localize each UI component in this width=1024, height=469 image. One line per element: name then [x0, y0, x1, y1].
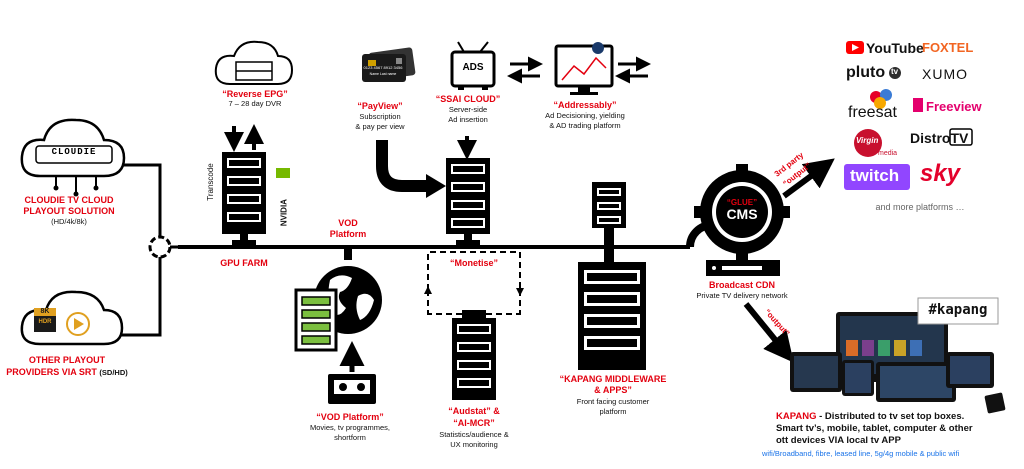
vod-library-title: “VOD Platform” — [316, 412, 384, 422]
sky-brand: sky — [920, 160, 961, 187]
middleware-sub1: Front facing customer — [576, 397, 650, 406]
audstat-server-icon — [452, 310, 496, 400]
middleware-title-line2: & APPS” — [594, 385, 632, 395]
vhs-cassette-icon — [328, 374, 376, 404]
badge-hdr: HDR — [38, 319, 52, 325]
cloudie-icon-text: CLOUDIE — [51, 147, 97, 157]
cloudie-sub: (HD/4k/8k) — [51, 217, 87, 226]
reverse-epg-cloud-icon — [214, 40, 294, 85]
kapang-hashtag: #kapang — [928, 302, 988, 318]
monetise-server-icon — [446, 158, 490, 246]
audstat-sub2: UX monitoring — [450, 440, 498, 449]
other-title-line1: OTHER PLAYOUT — [28, 355, 106, 365]
pluto-logo-icon — [889, 67, 901, 79]
youtube-brand: YouTube — [866, 40, 924, 56]
vod-library-sub1: Movies, tv programmes, — [309, 423, 391, 432]
nvidia-logo-icon — [276, 168, 290, 178]
broadcast-cdn-title: Broadcast CDN — [708, 280, 775, 290]
payview-flow-arrow — [376, 140, 428, 192]
addressably-title: “Addressably” — [553, 100, 617, 110]
twitch-logo-icon — [844, 164, 910, 190]
vod-library-sub2: shortform — [334, 433, 366, 442]
cms-gear-icon — [686, 164, 790, 260]
kapang-network-note: wifi/Broadband, fibre, leased line, 5g/4… — [762, 449, 960, 458]
monetise-loop — [427, 251, 521, 290]
virgin-logo-icon — [854, 129, 882, 157]
cms-glue-label: “GLUE” — [726, 198, 758, 207]
other-title-line2: PROVIDERS VIA SRT (SD/HD) — [6, 367, 128, 377]
addressably-sub2: & AD trading platform — [549, 121, 621, 130]
broadcast-cdn-sub: Private TV delivery network — [696, 291, 788, 300]
reverse-epg-sub: 7 – 28 day DVR — [228, 99, 282, 108]
ads-exchange-arrows — [507, 56, 651, 84]
payview-sub1: Subscription — [359, 112, 401, 121]
vod-platform-title-line2: Platform — [329, 229, 367, 239]
gpu-farm-title: GPU FARM — [220, 258, 268, 268]
freesat-brand: freesat — [848, 104, 897, 121]
pluto-tv-brand: tv — [891, 67, 899, 76]
ssai-sub2: Ad insertion — [448, 115, 488, 124]
distro-brand: DistroTV — [910, 130, 969, 146]
audstat-title-line1: “Audstat” & — [448, 406, 500, 416]
pluto-brand: pluto — [846, 64, 886, 81]
kapang-desc-line3: ott devices VIA local tv APP — [776, 435, 901, 446]
ads-tv-text: ADS — [462, 62, 484, 73]
middleware-sub2: platform — [599, 407, 627, 416]
card-name: Name Last name — [369, 72, 397, 76]
cloudie-title-line2: PLAYOUT SOLUTION — [23, 206, 115, 216]
twitch-brand: twitch — [850, 166, 900, 185]
kapang-desc-line2: Smart tv’s, mobile, tablet, computer & o… — [776, 423, 973, 434]
middleware-title-line1: “KAPANG MIDDLEWARE — [559, 374, 667, 384]
nvidia-label: NVIDIA — [279, 199, 289, 227]
cloudie-title-line1: CLOUDIE TV CLOUD — [24, 195, 114, 205]
other-playout-cloud-icon — [20, 290, 124, 346]
transcode-label: Transcode — [206, 163, 215, 201]
kapang-desc-line1: KAPANG - Distributed to tv set top boxes… — [776, 411, 965, 422]
cdn-device-icon — [706, 260, 780, 276]
freesat-logo-icon — [870, 89, 892, 109]
third-party-arrow — [782, 158, 835, 199]
cloudie-cloud-icon — [20, 118, 126, 197]
kapang-hashtag-box — [917, 297, 999, 325]
audstat-title-line2: “AI-MCR” — [453, 418, 495, 428]
card-number: 0123 4567 8912 3456 — [363, 65, 403, 70]
other-sub: (SD/HD) — [99, 368, 128, 377]
cms-name-label: CMS — [726, 206, 758, 222]
ssai-sub1: Server-side — [448, 105, 488, 114]
youtube-logo-icon — [846, 41, 864, 54]
badge-8k: 8K — [40, 308, 50, 315]
freeview-logo-icon — [913, 98, 923, 112]
more-platforms-text: and more platforms … — [875, 202, 965, 212]
credit-card-icon — [362, 47, 416, 82]
addressably-sub1: Ad Decisioning, yielding — [545, 111, 625, 120]
xumo-brand: XUMO — [922, 66, 968, 82]
monetise-title: “Monetise” — [449, 258, 498, 268]
freeview-brand: Freeview — [926, 99, 982, 114]
dvr-sync-arrows-icon — [224, 124, 264, 152]
devices-icon — [790, 312, 1006, 414]
vod-globe-server-icon — [294, 248, 382, 352]
foxtel-brand: FOXTEL — [922, 40, 974, 55]
payview-title: “PayView” — [357, 101, 403, 111]
virgin-brand: Virgin — [856, 136, 879, 145]
reverse-epg-title: “Reverse EPG” — [222, 89, 288, 99]
addressably-monitor-icon — [554, 42, 614, 95]
audstat-sub1: Statistics/audience & — [439, 430, 509, 439]
ssai-title: “SSAI CLOUD” — [435, 94, 501, 104]
payview-sub2: & pay per view — [355, 122, 405, 131]
middleware-server-icon — [578, 182, 646, 370]
virgin-media-brand: media — [878, 150, 898, 157]
kapang-output-arrow — [743, 302, 794, 363]
distro-logo-icon — [949, 128, 973, 146]
gpu-server-icon — [222, 152, 266, 246]
vod-platform-title-line1: VOD — [338, 218, 358, 228]
ads-tv-icon — [450, 41, 496, 90]
